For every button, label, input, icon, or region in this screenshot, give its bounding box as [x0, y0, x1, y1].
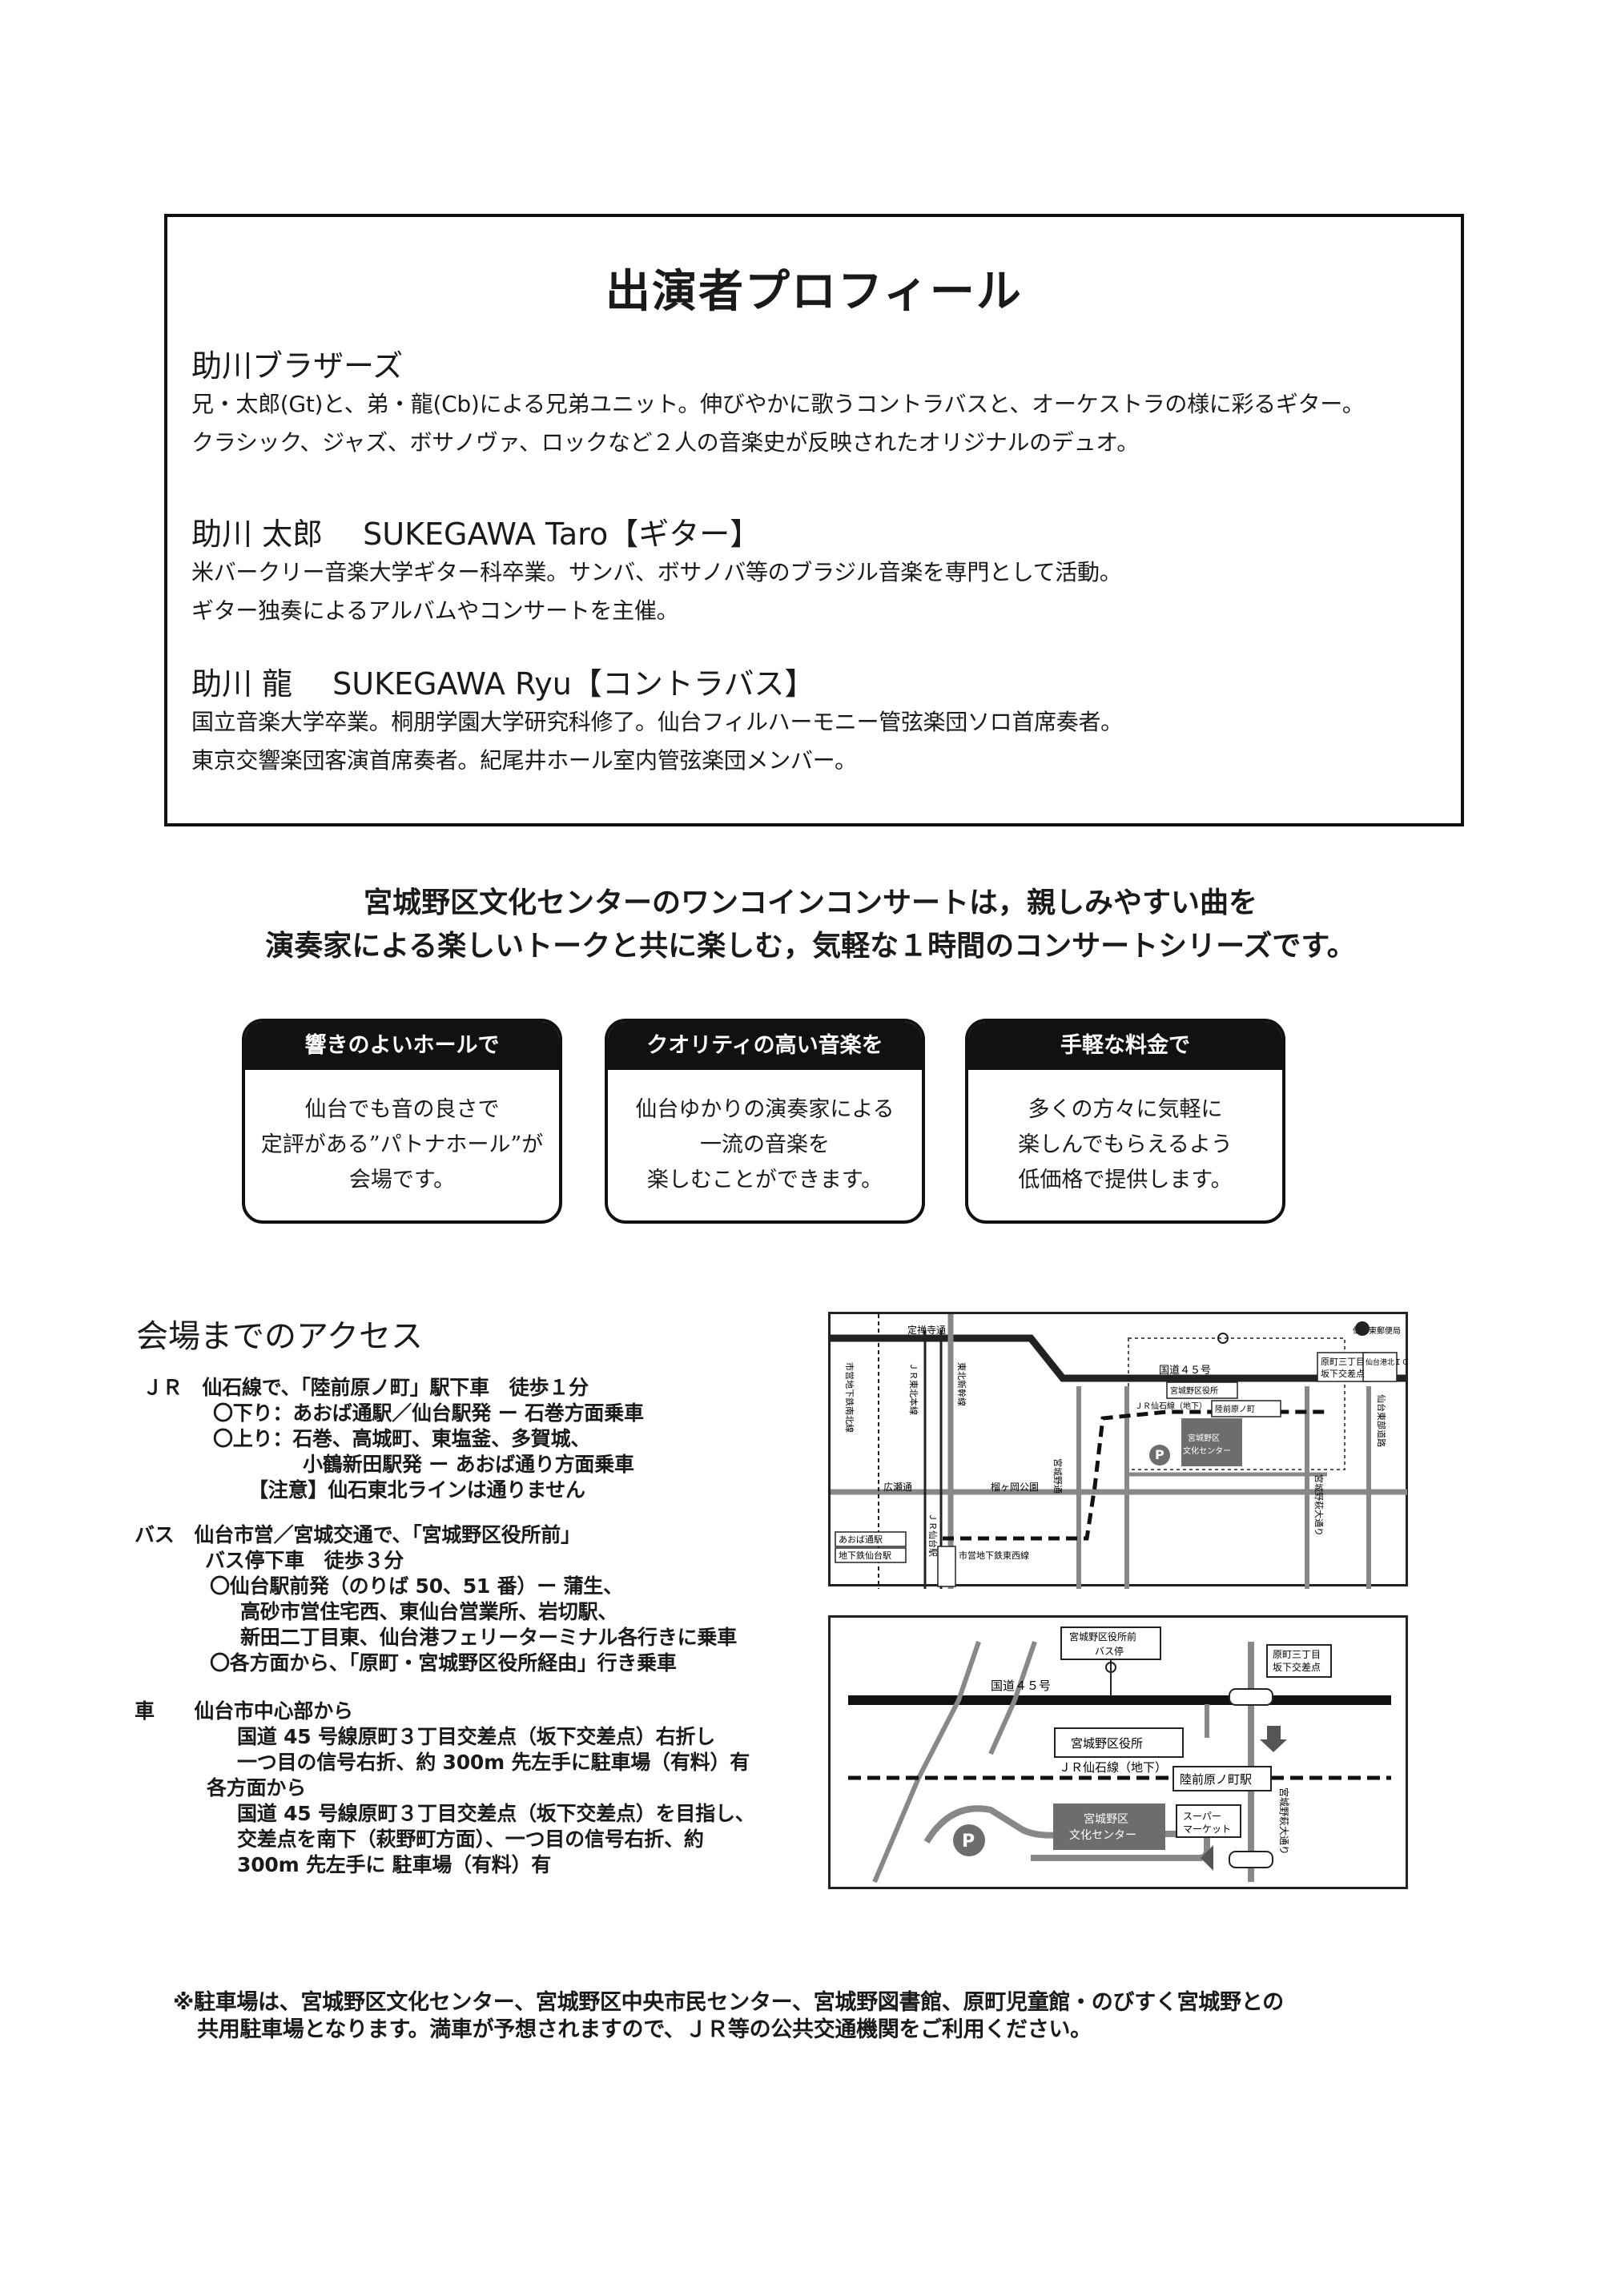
arrow-down-icon: [1260, 1726, 1287, 1752]
performer-name: 助川 太郎 SUKEGAWA Taro【ギター】: [191, 517, 761, 552]
access-line: バス 仙台市営／宮城交通で、「宮城野区役所前」: [135, 1523, 581, 1546]
map-label: 宮城野萩大通り: [1313, 1474, 1325, 1536]
map-label: 坂下交差点: [1273, 1661, 1321, 1673]
feature-card-title: 手軽な料金で: [968, 1022, 1282, 1070]
map-label: 国道４５号: [991, 1679, 1051, 1693]
performer-description: 米バークリー音楽大学ギター科卒業。サンバ、ボサノバ等のブラジル音楽を専門として活…: [191, 559, 1122, 585]
parking-icon: P: [1155, 1447, 1164, 1462]
feature-card-text: 楽しむことができます。: [646, 1168, 883, 1192]
map-label: マーケット: [1183, 1824, 1231, 1835]
map-label: 宮城野区: [1084, 1813, 1128, 1826]
map-label: 原町三丁目: [1273, 1649, 1321, 1660]
access-line: 新田二丁目東、仙台港フェリーターミナル各行きに乗車: [240, 1626, 738, 1649]
map-label: 広瀬通: [883, 1482, 912, 1493]
profile-title: 出演者プロフィール: [605, 266, 1023, 318]
feature-card-text: 会場です。: [348, 1168, 456, 1192]
traffic-signal-icon: [1229, 1851, 1273, 1868]
feature-card-text: 仙台でも音の良さで: [304, 1097, 500, 1122]
access-line: 小鶴新田駅発 ー あおば通り方面乗車: [303, 1453, 634, 1476]
access-line: 国道 45 号線原町３丁目交差点（坂下交差点）を目指し、: [237, 1802, 755, 1825]
access-line: 一つ目の信号右折、約 300m 先左手に駐車場（有料）有: [237, 1751, 750, 1774]
access-line: 〇各方面から、「原町・宮城野区役所経由」行き乗車: [210, 1651, 677, 1675]
traffic-signal-icon: [1217, 1333, 1229, 1344]
performer-description: ギター独奏によるアルバムやコンサートを主催。: [191, 597, 679, 624]
detail-map-graphic: 宮城野区役所前 バス停 原町三丁目 坂下交差点 国道４５号 宮城野区役所 ＪＲ仙…: [848, 1627, 1391, 1884]
post-office-icon: [1355, 1321, 1370, 1336]
feature-card-quality: クオリティの高い音楽を 仙台ゆかりの演奏家による 一流の音楽を 楽しむことができ…: [605, 1019, 925, 1224]
access-line: 〇仙台駅前発（のりば 50、51 番）ー 蒲生、: [210, 1574, 623, 1598]
map-label: 宮城野萩大通り: [1278, 1787, 1290, 1855]
detail-map: 宮城野区役所前 バス停 原町三丁目 坂下交差点 国道４５号 宮城野区役所 ＪＲ仙…: [828, 1615, 1408, 1889]
map-label: 宮城野通: [1052, 1458, 1064, 1494]
access-line: 【注意】仙石東北ラインは通りません: [248, 1478, 585, 1502]
map-label: 宮城野区: [1188, 1433, 1220, 1443]
map-label: 市営地下鉄東西線: [959, 1550, 1029, 1561]
map-label: ＪＲ仙石線（地下）: [1135, 1401, 1207, 1411]
parking-icon: P: [962, 1832, 975, 1852]
access-line: 300m 先左手に 駐車場（有料）有: [237, 1853, 552, 1876]
area-map-graphic: 定禅寺通 国道４５号 原町三丁目 坂下交差点 宮城野区役所 陸前原ノ町 ＪＲ仙石…: [831, 1314, 1409, 1589]
map-label: 仙台東部道路: [1376, 1394, 1387, 1447]
map-label: 国道４５号: [1159, 1365, 1211, 1377]
performer-name: 助川ブラザーズ: [191, 348, 404, 384]
access-line: 〇下り：あおば通駅／仙台駅発 ー 石巻方面乗車: [213, 1401, 644, 1425]
map-label: 定禅寺通: [907, 1324, 946, 1336]
feature-card-hall: 響きのよいホールで 仙台でも音の良さで 定評がある”パトナホール”が 会場です。: [242, 1019, 562, 1224]
access-line: 国道 45 号線原町３丁目交差点（坂下交差点）右折し: [237, 1725, 715, 1748]
bus-stop-icon: [1105, 1662, 1116, 1673]
access-line: 各方面から: [207, 1776, 307, 1799]
map-label: 地下鉄仙台駅: [839, 1550, 891, 1561]
area-map: 定禅寺通 国道４５号 原町三丁目 坂下交差点 宮城野区役所 陸前原ノ町 ＪＲ仙石…: [828, 1312, 1409, 1589]
parking-footnote: ※駐車場は、宮城野区文化センター、宮城野区中央市民センター、宮城野図書館、原町児…: [173, 1990, 1284, 2015]
access-line: 高砂市営住宅西、東仙台営業所、岩切駅、: [240, 1600, 618, 1623]
map-label: 仙台港北ＩＣ: [1366, 1357, 1409, 1367]
intro-line: 演奏家による楽しいトークと共に楽しむ，気軽な１時間のコンサートシリーズです。: [265, 930, 1356, 963]
map-label: 市営地下鉄南北線: [844, 1362, 855, 1433]
feature-card-text: 一流の音楽を: [700, 1132, 830, 1157]
map-label: ＪＲ仙石線（地下）: [1059, 1760, 1167, 1775]
map-label: 東北新幹線: [956, 1362, 967, 1406]
performer-description: 兄・太郎(Gt)と、弟・龍(Cb)による兄弟ユニット。伸びやかに歌うコントラバス…: [191, 391, 1365, 417]
traffic-signal-icon: [1229, 1688, 1273, 1706]
feature-card-text: 多くの方々に気軽に: [1028, 1097, 1223, 1122]
performer-description: クラシック、ジャズ、ボサノヴァ、ロックなど２人の音楽史が反映されたオリジナルのデ…: [191, 429, 1139, 456]
performer-description: 国立音楽大学卒業。桐朋学園大学研究科修了。仙台フィルハーモニー管弦楽団ソロ首席奏…: [191, 709, 1123, 735]
performer-profile-box: 出演者プロフィール 助川ブラザーズ 兄・太郎(Gt)と、弟・龍(Cb)による兄弟…: [164, 214, 1464, 826]
map-label: ＪＲ東北本線: [908, 1362, 919, 1415]
access-line: ＪＲ 仙石線で、「陸前原ノ町」駅下車 徒歩１分: [143, 1376, 589, 1399]
performer-description: 東京交響楽団客演首席奏者。紀尾井ホール室内管弦楽団メンバー。: [191, 747, 857, 774]
feature-card-text: 仙台ゆかりの演奏家による: [635, 1097, 895, 1122]
map-label: 陸前原ノ町: [1215, 1404, 1255, 1414]
map-label: 原町三丁目: [1321, 1357, 1365, 1367]
access-title: 会場までのアクセス: [136, 1318, 423, 1355]
intro-line: 宮城野区文化センターのワンコインコンサートは，親しみやすい曲を: [363, 887, 1257, 919]
map-label: スーパー: [1183, 1811, 1221, 1822]
map-label: 陸前原ノ町駅: [1180, 1772, 1252, 1787]
feature-card-text: 楽しんでもらえるよう: [1018, 1132, 1233, 1157]
feature-card-text: 低価格で提供します。: [1018, 1168, 1233, 1192]
access-line: 交差点を南下（萩野町方面）、一つ目の信号右折、約: [237, 1828, 704, 1851]
feature-card-title: 響きのよいホールで: [245, 1022, 559, 1070]
feature-card-text: 定評がある”パトナホール”が: [260, 1132, 544, 1157]
feature-card-price: 手軽な料金で 多くの方々に気軽に 楽しんでもらえるよう 低価格で提供します。: [965, 1019, 1285, 1224]
access-line: 車 仙台市中心部から: [135, 1699, 353, 1723]
arrow-left-icon: [1201, 1845, 1213, 1871]
access-line: 〇上り：石巻、高城町、東塩釜、多賀城、: [213, 1427, 591, 1450]
map-label: バス停: [1095, 1645, 1124, 1657]
map-label: ＪＲ仙台駅: [927, 1513, 939, 1557]
map-label: 文化センター: [1069, 1829, 1136, 1842]
parking-footnote: 共用駐車場となります。満車が予想されますので、ＪＲ等の公共交通機関をご利用くださ…: [197, 2017, 1092, 2042]
access-line: バス停下車 徒歩３分: [205, 1549, 404, 1572]
performer-name: 助川 龍 SUKEGAWA Ryu【コントラバス】: [191, 666, 815, 702]
map-label: 文化センター: [1183, 1446, 1231, 1456]
map-label: 宮城野区役所前: [1069, 1631, 1136, 1643]
feature-card-title: クオリティの高い音楽を: [608, 1022, 922, 1070]
map-label: 榴ヶ岡公園: [991, 1482, 1039, 1493]
map-label: 宮城野区役所: [1071, 1736, 1143, 1751]
map-label: 坂下交差点: [1321, 1368, 1365, 1379]
map-label: 宮城野区役所: [1170, 1385, 1218, 1396]
map-label: あおば通駅: [839, 1534, 883, 1545]
